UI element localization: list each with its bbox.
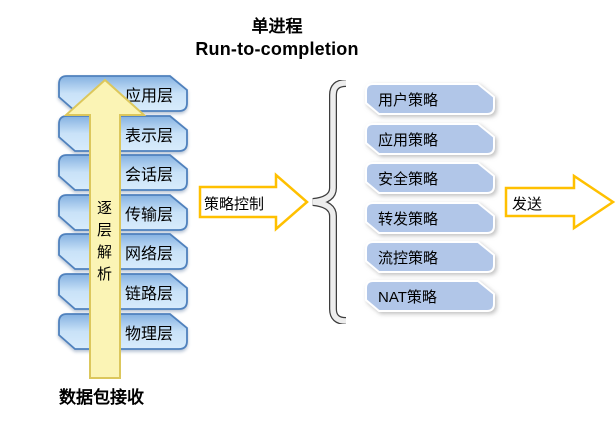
policy-box-shape: [365, 162, 495, 194]
policy-box-app: 应用策略: [365, 123, 495, 155]
policy-box-nat: NAT策略: [365, 280, 495, 312]
policy-box-shape: [365, 241, 495, 273]
layer-label: 物理层: [124, 325, 173, 343]
policy-box-shape: [365, 123, 495, 155]
parse-vertical-label: 逐层解析: [96, 200, 112, 283]
policy-box-security: 安全策略: [365, 162, 495, 194]
layer-label: 表示层: [124, 127, 173, 145]
policy-control-label: 策略控制: [204, 196, 265, 213]
policy-box-user: 用户策略: [365, 83, 495, 115]
policy-label: 用户策略: [378, 91, 439, 109]
send-label: 发送: [512, 196, 543, 213]
policy-box-shape: [365, 83, 495, 115]
policy-box-flowcontrol: 流控策略: [365, 241, 495, 273]
policy-control-arrow-icon: [198, 172, 309, 232]
layer-label: 链路层: [124, 285, 173, 303]
policy-label: 应用策略: [378, 131, 439, 149]
policy-label: 转发策略: [378, 210, 439, 228]
layer-label: 传输层: [124, 206, 173, 224]
policy-label: 流控策略: [378, 249, 439, 267]
layer-label: 会话层: [124, 166, 173, 184]
title-line1: 单进程: [251, 17, 303, 36]
layer-label: 网络层: [124, 245, 173, 263]
curly-brace-icon: [312, 80, 347, 324]
policy-label: NAT策略: [378, 288, 437, 306]
up-arrow-icon: [64, 78, 146, 379]
policy-box-forwarding: 转发策略: [365, 202, 495, 234]
send-arrow-icon: [504, 173, 616, 231]
policy-box-shape: [365, 202, 495, 234]
diagram-title: 单进程 Run-to-completion: [152, 15, 402, 61]
policy-label: 安全策略: [378, 170, 439, 188]
layer-label: 应用层: [124, 87, 173, 105]
receive-label: 数据包接收: [59, 388, 144, 407]
policy-stack: 用户策略 应用策略 安全策略 转发策略 流控策略: [365, 83, 495, 313]
policy-box-shape: [365, 280, 495, 312]
title-line2: Run-to-completion: [195, 39, 359, 59]
